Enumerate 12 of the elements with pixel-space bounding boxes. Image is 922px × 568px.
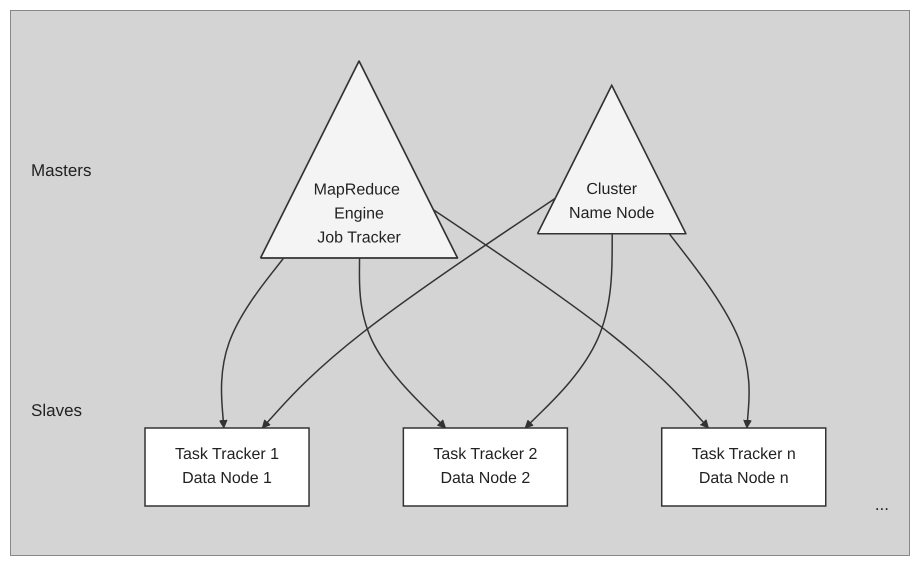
node-box: [660, 426, 826, 506]
row-label: Slaves: [31, 401, 82, 421]
arrow: [432, 208, 709, 428]
node-box: [144, 426, 310, 506]
panel-background: Masters Slaves MapReduce Engine Job Tracker Cluster Name Node Task Tracker 1 Data Node 1 Task Tracker 2 Data Node 2 Task Tracker n Data Node n ...: [10, 10, 910, 556]
arrow: [358, 258, 446, 428]
row-label: Masters: [31, 161, 92, 181]
ellipsis-text: ...: [874, 495, 889, 515]
node-box: [402, 426, 568, 506]
arrow: [524, 234, 613, 428]
arrow: [668, 233, 752, 428]
arrow: [218, 258, 284, 428]
